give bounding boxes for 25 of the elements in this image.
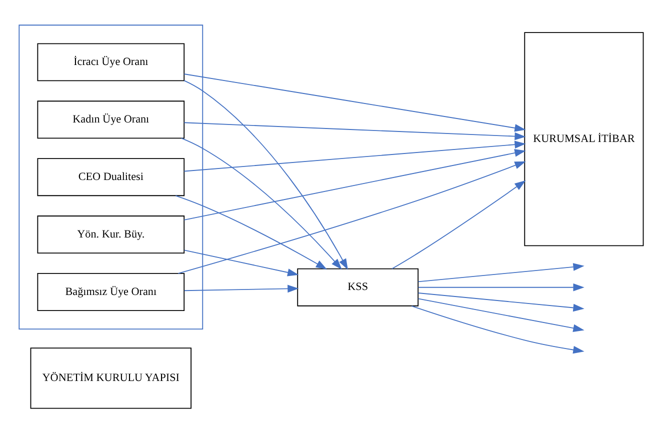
arrow: [175, 194, 328, 269]
arrow: [418, 292, 584, 312]
arrow: [184, 80, 348, 270]
node-box: KSS: [297, 268, 419, 306]
node-box: İcracı Üye Oranı: [37, 42, 185, 81]
node-box: KURUMSAL İTİBAR: [524, 32, 644, 246]
arrow: [418, 298, 584, 332]
arrow: [184, 148, 526, 220]
node-box: Yön. Kur. Büy.: [37, 215, 185, 254]
arrow: [411, 305, 584, 354]
arrow: [392, 180, 526, 269]
arrow: [180, 137, 342, 270]
arrow: [178, 160, 526, 274]
arrow: [184, 122, 526, 140]
node-box: Bağımsız Üye Oranı: [37, 272, 185, 310]
node-box: Kadın Üye Oranı: [37, 100, 185, 138]
node-box: CEO Dualitesi: [37, 158, 185, 196]
arrow: [418, 262, 584, 282]
arrow: [418, 282, 584, 291]
arrow: [184, 284, 299, 292]
arrow: [184, 249, 299, 276]
arrow: [184, 73, 526, 132]
node-box: YÖNETİM KURULU YAPISI: [30, 347, 192, 408]
cluster: [18, 24, 204, 330]
arrow: [184, 140, 526, 172]
